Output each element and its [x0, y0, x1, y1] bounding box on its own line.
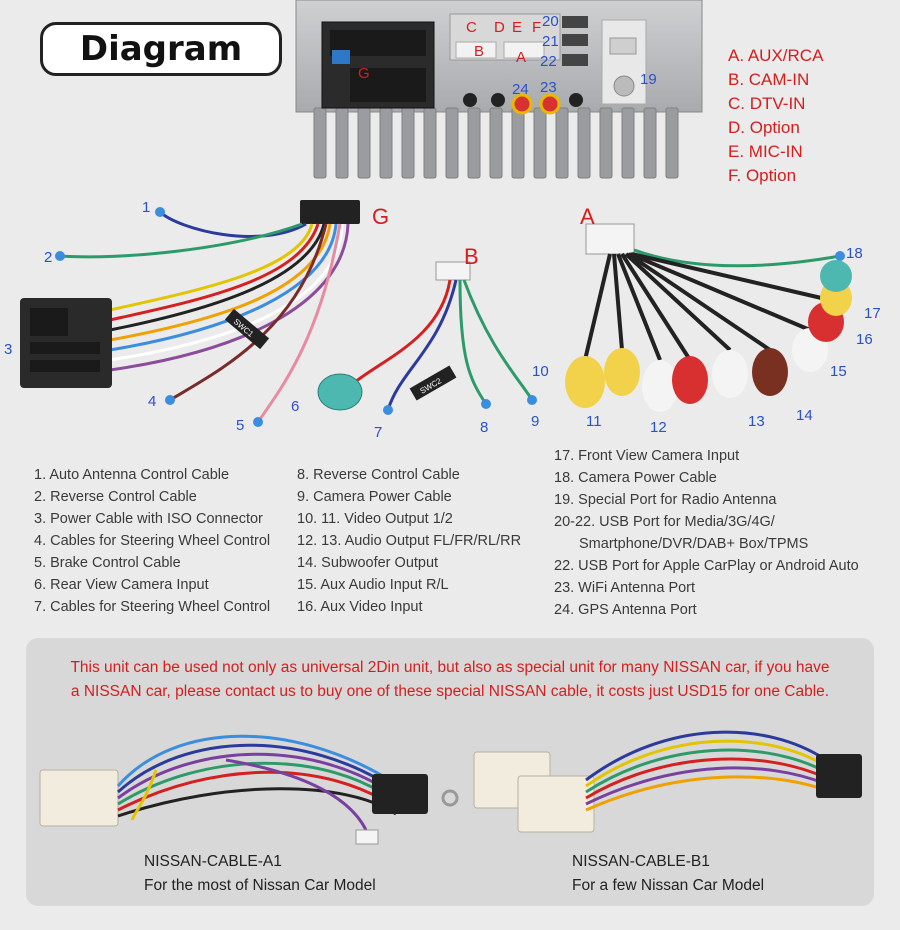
list-item: 23. WiFi Antenna Port	[554, 580, 696, 596]
num-label-2: 2	[44, 249, 52, 266]
num-label-10: 10	[532, 363, 549, 380]
description-list-3: 17. Front View Camera Input 18. Camera P…	[554, 445, 859, 621]
list-item: 17. Front View Camera Input	[554, 448, 740, 464]
label-num-22: 22	[540, 53, 557, 70]
num-label-1: 1	[142, 199, 150, 216]
legend-item: D. Option	[728, 118, 800, 137]
harness-b	[317, 261, 537, 415]
group-letter-b: B	[464, 244, 479, 269]
num-label-7: 7	[374, 424, 382, 441]
nissan-notice: This unit can be used not only as univer…	[40, 656, 860, 704]
num-label-16: 16	[856, 331, 873, 348]
list-item: 7. Cables for Steering Wheel Control	[34, 599, 271, 615]
label-letter-g: G	[358, 65, 370, 82]
list-item: Smartphone/DVR/DAB+ Box/TPMS	[579, 536, 809, 552]
num-label-13: 13	[748, 413, 765, 430]
list-item: 4. Cables for Steering Wheel Control	[34, 533, 271, 549]
legend-item: C. DTV-IN	[728, 94, 806, 113]
label-num-20: 20	[542, 13, 559, 30]
num-label-15: 15	[830, 363, 847, 380]
list-item: 9. Camera Power Cable	[297, 489, 452, 505]
group-letter-a: A	[580, 204, 595, 229]
list-item: 24. GPS Antenna Port	[554, 602, 697, 618]
cable-a1-illustration	[39, 734, 459, 845]
list-item: 1. Auto Antenna Control Cable	[34, 467, 230, 483]
head-unit-labels: C D E F B A G 20 21 22 24 23 19	[358, 13, 657, 98]
list-item: 16. Aux Video Input	[297, 599, 423, 615]
num-label-6: 6	[291, 398, 299, 415]
label-num-21: 21	[542, 33, 559, 50]
label-letter-e: E	[512, 19, 522, 36]
num-label-12: 12	[650, 419, 667, 436]
page-title: Diagram	[79, 29, 243, 69]
notice-line-1: This unit can be used not only as univer…	[70, 659, 830, 676]
num-label-5: 5	[236, 417, 244, 434]
head-unit-rear-panel	[295, 0, 703, 179]
legend-item: A. AUX/RCA	[728, 46, 824, 65]
label-num-19: 19	[640, 71, 657, 88]
num-label-14: 14	[796, 407, 813, 424]
list-item: 15. Aux Audio Input R/L	[297, 577, 449, 593]
harness-g	[20, 200, 360, 427]
list-item: 14. Subwoofer Output	[297, 555, 439, 571]
legend-item: E. MIC-IN	[728, 142, 803, 161]
num-label-17: 17	[864, 305, 881, 322]
description-list-2: 8. Reverse Control Cable 9. Camera Power…	[297, 464, 521, 618]
cable-b1-name: NISSAN-CABLE-B1	[572, 853, 710, 870]
label-num-23: 23	[540, 79, 557, 96]
cable-b1-desc: For a few Nissan Car Model	[572, 877, 765, 894]
cable-a1-desc: For the most of Nissan Car Model	[144, 877, 376, 894]
list-item: 6. Rear View Camera Input	[34, 577, 209, 593]
description-list-1: 1. Auto Antenna Control Cable 2. Reverse…	[34, 464, 270, 618]
label-letter-c: C	[466, 19, 477, 36]
letter-legend: A. AUX/RCA B. CAM-IN C. DTV-IN D. Option…	[728, 44, 823, 188]
legend-item: F. Option	[728, 166, 797, 185]
list-item: 10. 11. Video Output 1/2	[297, 511, 453, 527]
wiring-harness-illustration: SWC1 SWC2 G B A 1 2 3 4 5 6 7 8 9 18 17 …	[4, 199, 881, 441]
num-label-3: 3	[4, 341, 12, 358]
cable-b1-caption: NISSAN-CABLE-B1 For a few Nissan Car Mod…	[572, 850, 764, 898]
num-label-8: 8	[480, 419, 488, 436]
label-letter-b: B	[474, 43, 484, 60]
diagram-title-badge: Diagram	[40, 22, 282, 76]
list-item: 12. 13. Audio Output FL/FR/RL/RR	[297, 533, 522, 549]
list-item: 2. Reverse Control Cable	[34, 489, 197, 505]
list-item: 3. Power Cable with ISO Connector	[34, 511, 263, 527]
group-letter-g: G	[372, 204, 389, 229]
label-letter-f: F	[532, 19, 541, 36]
cable-a1-name: NISSAN-CABLE-A1	[144, 853, 282, 870]
label-letter-a: A	[516, 49, 526, 66]
list-item: 22. USB Port for Apple CarPlay or Androi…	[554, 558, 859, 574]
num-label-11: 11	[586, 413, 602, 430]
list-item: 5. Brake Control Cable	[34, 555, 181, 571]
num-label-18: 18	[846, 245, 863, 262]
list-item: 19. Special Port for Radio Antenna	[554, 492, 777, 508]
num-label-9: 9	[531, 413, 539, 430]
notice-line-2: a NISSAN car, please contact us to buy o…	[70, 683, 830, 700]
list-item: 18. Camera Power Cable	[554, 470, 717, 486]
list-item: 8. Reverse Control Cable	[297, 467, 460, 483]
cable-b1-illustration	[473, 730, 862, 833]
legend-item: B. CAM-IN	[728, 70, 810, 89]
num-label-4: 4	[148, 393, 156, 410]
nissan-cables-illustration	[39, 730, 862, 845]
list-item: 20-22. USB Port for Media/3G/4G/	[554, 514, 775, 530]
label-num-24: 24	[512, 81, 529, 98]
harness-a	[565, 223, 852, 412]
label-letter-d: D	[494, 19, 505, 36]
cable-a1-caption: NISSAN-CABLE-A1 For the most of Nissan C…	[144, 850, 376, 898]
